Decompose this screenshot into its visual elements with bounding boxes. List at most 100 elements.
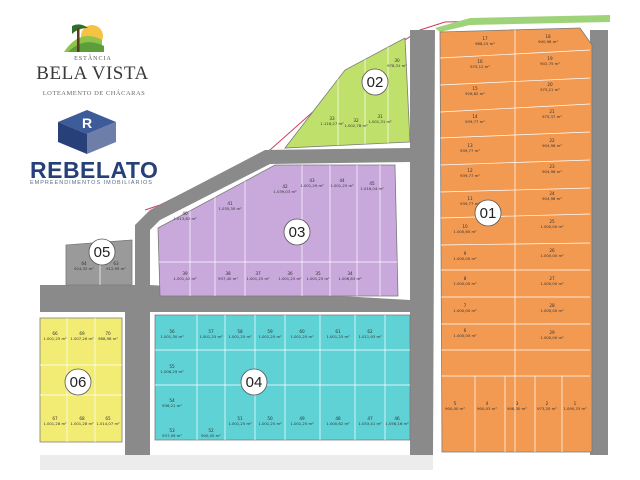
lot-q01-7: 71.000,00 m² (453, 303, 477, 313)
lot-area: 908,30 m² (507, 406, 527, 411)
lot-q01-6: 61.000,00 m² (453, 328, 477, 338)
lot-number: 48 (335, 416, 341, 421)
lot-number: 62 (367, 329, 373, 334)
lot-area: 1.000,00 m² (540, 224, 564, 229)
lot-area: 975,37 m² (542, 114, 562, 119)
lot-number: 51 (237, 416, 243, 421)
lot-number: 56 (169, 329, 175, 334)
lot-q06-67: 671.001,28 m² (43, 416, 67, 426)
lot-number: 64 (81, 261, 87, 266)
lot-q01-1: 11.090,33 m² (563, 401, 587, 411)
green-strip (435, 15, 610, 32)
lot-number: 13 (467, 143, 473, 148)
lot-number: 38 (225, 271, 231, 276)
lot-area: 988,98 m² (98, 336, 118, 341)
lot-number: 9 (464, 251, 467, 256)
lot-area: 1.001,25 m² (278, 276, 302, 281)
lot-area: 1.001,25 m² (306, 276, 330, 281)
lot-q06-65: 651.014,07 m² (96, 416, 120, 426)
block-label-02: 02 (361, 68, 389, 96)
lot-number: 39 (182, 271, 188, 276)
lot-area: 1.000,00 m² (453, 281, 477, 286)
lot-area: 1.000,62 m² (326, 421, 350, 426)
lot-number: 40 (182, 211, 188, 216)
lot-number: 59 (267, 329, 273, 334)
block-label-circle (64, 368, 92, 396)
lot-area: 1.007,26 m² (70, 336, 94, 341)
lot-divider (440, 49, 591, 59)
block-01 (439, 27, 593, 453)
lot-number: 22 (549, 138, 555, 143)
lot-number: 42 (282, 184, 288, 189)
lot-q04-58: 581.001,25 m² (228, 329, 252, 339)
lot-number: 24 (549, 191, 555, 196)
lot-area: 1.001,25 m² (228, 421, 252, 426)
lot-area: 937,40 m² (218, 276, 238, 281)
lot-area: 939,77 m² (460, 148, 480, 153)
lot-number: 66 (52, 331, 58, 336)
lot-q01-26: 261.000,00 m² (540, 248, 564, 258)
lot-number: 26 (549, 248, 555, 253)
lot-area: 988,15 m² (475, 41, 495, 46)
lot-number: 63 (113, 261, 119, 266)
lot-q04-49: 491.001,25 m² (290, 416, 314, 426)
block-label-text: 06 (70, 374, 87, 391)
lot-area: 939,77 m² (460, 173, 480, 178)
lot-number: 36 (287, 271, 293, 276)
lot-q06-69: 691.007,26 m² (70, 331, 94, 341)
brand-estancia: ESTÂNCIA (74, 56, 112, 62)
lot-area: 1.035,30 m² (218, 206, 242, 211)
block-label-05: 05 (88, 238, 116, 266)
lot-area: 1.000,00 m² (540, 308, 564, 313)
block-label-circle (283, 218, 311, 246)
lot-area: 1.016,04 m² (360, 186, 384, 191)
svg-text:R: R (82, 115, 92, 131)
lot-number: 21 (549, 109, 555, 114)
lot-q03-39: 391.001,42 m² (173, 271, 197, 281)
lot-number: 18 (545, 34, 551, 39)
lot-area: 1.001,25 m² (258, 421, 282, 426)
lot-q01-25: 251.000,00 m² (540, 219, 564, 229)
lot-area: 1.001,31 m² (368, 119, 392, 124)
lot-area: 1.001,25 m² (330, 183, 354, 188)
lot-number: 14 (472, 114, 478, 119)
block-label-circle (361, 68, 389, 96)
lot-area: 900,98 m² (538, 39, 558, 44)
lot-q06-68: 681.001,28 m² (70, 416, 94, 426)
lot-number: 57 (208, 329, 214, 334)
lot-area: 1.001,30 m² (160, 334, 184, 339)
lot-area: 1.001,25 m² (290, 334, 314, 339)
lot-number: 65 (105, 416, 111, 421)
lot-number: 1 (574, 401, 577, 406)
lot-area: 973,20 m² (537, 406, 557, 411)
lot-q03-36: 361.001,25 m² (278, 271, 302, 281)
road-south-margin (40, 455, 433, 470)
lot-area: 900,00 m² (201, 433, 221, 438)
lot-q04-51: 511.001,25 m² (228, 416, 252, 426)
lot-area: 1.001,25 m² (246, 276, 270, 281)
block-label-circle (240, 368, 268, 396)
lot-number: 61 (335, 329, 341, 334)
lot-number: 4 (486, 401, 489, 406)
lot-number: 50 (267, 416, 273, 421)
lot-area: 939,77 m² (465, 119, 485, 124)
lot-q01-9: 91.000,00 m² (453, 251, 477, 261)
lot-q04-50: 501.001,25 m² (258, 416, 282, 426)
lot-q01-8: 81.000,00 m² (453, 276, 477, 286)
lot-number: 27 (549, 276, 555, 281)
block-label-03: 03 (283, 218, 311, 246)
lot-q04-61: 611.001,25 m² (326, 329, 350, 339)
block-label-04: 04 (240, 368, 268, 396)
lot-q02-32: 321.002,78 m² (344, 118, 368, 128)
lot-area: 1.053,41 m² (358, 421, 382, 426)
road-east-vertical (590, 30, 608, 455)
lot-q01-28: 281.000,00 m² (540, 303, 564, 313)
lot-area: 1.001,42 m² (173, 276, 197, 281)
